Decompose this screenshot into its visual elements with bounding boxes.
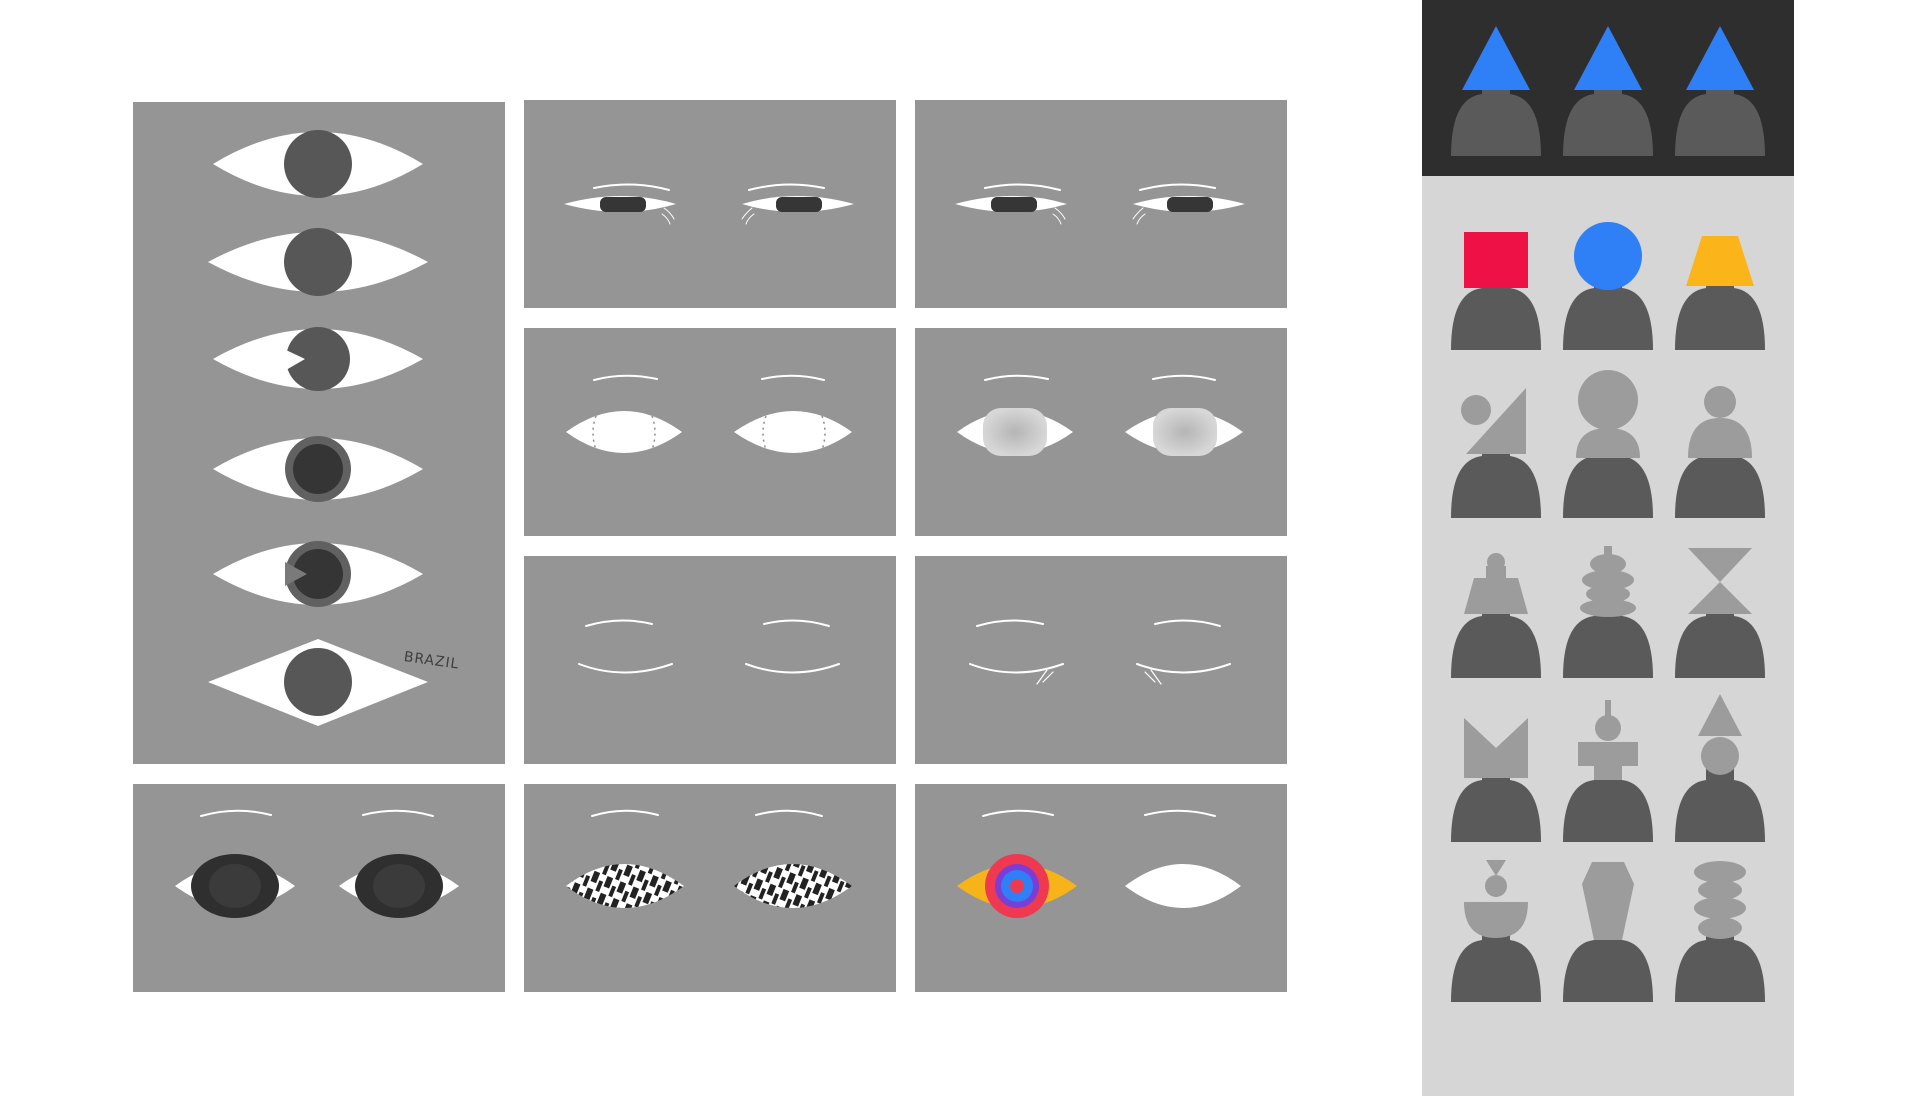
eye-panel-target-iris <box>915 784 1287 992</box>
figure-triangle-head-2 <box>1558 0 1658 156</box>
eye-panel-zebra <box>524 784 896 992</box>
dark-iris-eyes-art <box>175 809 459 918</box>
figure-spool-head <box>1670 832 1770 1002</box>
figure-coffin-head <box>1558 832 1658 1002</box>
eye-panel-dark-iris <box>133 784 505 992</box>
figure-hourglass-head <box>1670 508 1770 678</box>
eye-variants-column: BRAZIL <box>133 102 505 764</box>
eye-notched-pupil <box>213 327 423 391</box>
figure-double-circle-head <box>1558 348 1658 518</box>
eye-pupil-with-highlight <box>213 541 423 607</box>
figure-trapezoid-head <box>1670 180 1770 350</box>
figure-dome-head <box>1670 348 1770 518</box>
eye-panel-squint-2 <box>915 100 1287 308</box>
figure-triangle-head-1 <box>1446 0 1546 156</box>
eye-panel-closed <box>524 556 896 764</box>
closed-eyes-art <box>578 619 840 674</box>
figure-triangle-head-3 <box>1670 0 1770 156</box>
figure-square-head <box>1446 180 1546 350</box>
figure-circle-head <box>1558 180 1658 350</box>
eye-almond-round-pupil-wide <box>208 228 428 296</box>
figure-cone-ball-head <box>1670 672 1770 842</box>
squint-eyes-art <box>955 183 1245 225</box>
lineup-panel <box>1422 0 1794 1096</box>
closed-lash-eyes-art <box>969 619 1231 685</box>
figure-lamp-head <box>1446 508 1546 678</box>
eye-panel-blank-white <box>524 328 896 536</box>
figure-puzzle-head <box>1558 508 1658 678</box>
figure-m-head <box>1446 672 1546 842</box>
eye-panel-closed-lashes <box>915 556 1287 764</box>
figure-sphere-triangle-head <box>1446 348 1546 518</box>
eye-panel-gray-shaded <box>915 328 1287 536</box>
target-iris-eyes-art <box>957 809 1241 918</box>
shaded-eyes-art <box>957 374 1243 456</box>
blank-eyes-art <box>566 374 852 453</box>
zebra-eyes-art <box>566 809 852 908</box>
eye-ringed-pupil <box>213 436 423 502</box>
figure-bowl-head <box>1446 832 1546 1002</box>
eye-variants-art <box>208 130 428 726</box>
eye-almond-round-pupil <box>213 130 423 198</box>
eye-panel-squint-1 <box>524 100 896 308</box>
figure-stacked-head <box>1558 672 1658 842</box>
squint-eyes-art <box>564 183 854 225</box>
eye-diamond <box>208 639 428 726</box>
